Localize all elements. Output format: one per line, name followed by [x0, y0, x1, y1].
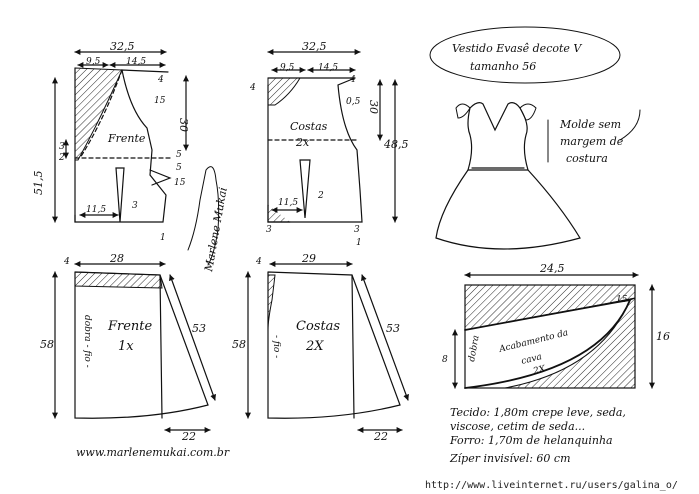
front-bodice-dart-w: 3 — [132, 201, 138, 211]
back-bodice-neck: 9,5 — [280, 63, 295, 73]
back-bodice-d4a: 4 — [249, 83, 256, 93]
front-bodice-piece — [74, 67, 173, 223]
back-bodice-width: 32,5 — [302, 40, 327, 53]
facing-label1: Acabamento da — [497, 328, 569, 355]
back-bodice-dart-pos: 11,5 — [278, 198, 298, 208]
note-line3: costura — [566, 152, 608, 165]
facing-label2: cava — [520, 352, 543, 367]
back-skirt-label2: 2X — [305, 339, 324, 354]
front-bodice-length: 51,5 — [32, 171, 45, 196]
back-bodice-d4b: 4 — [349, 75, 356, 85]
front-skirt-piece — [74, 271, 209, 419]
materials-line1: Tecido: 1,80m crepe leve, seda, — [450, 406, 626, 419]
front-skirt-d4: 4 — [63, 257, 70, 267]
back-bodice-d30: 30 — [367, 100, 380, 114]
front-bodice-d5a: 5 — [176, 150, 182, 160]
back-bodice-label2: 2x — [295, 136, 310, 149]
back-skirt-top: 29 — [301, 252, 316, 265]
back-bodice-d05: 0,5 — [346, 97, 361, 107]
back-skirt-piece — [267, 271, 401, 419]
front-skirt-top: 28 — [109, 252, 124, 265]
materials-line2: viscose, cetim de seda... — [450, 420, 585, 433]
back-bodice-dart-w: 2 — [317, 191, 324, 201]
armhole-facing-piece — [464, 284, 636, 389]
front-skirt-label2: 1x — [118, 339, 134, 354]
front-bodice-d5b: 5 — [176, 163, 182, 173]
back-skirt-side: 53 — [386, 322, 400, 335]
title-line2: tamanho 56 — [470, 60, 536, 73]
front-bodice-width: 32,5 — [110, 40, 135, 53]
front-skirt-side: 53 — [192, 322, 206, 335]
front-bodice-dart-pos: 11,5 — [86, 205, 106, 215]
front-bodice-label: Frente — [107, 132, 146, 145]
front-skirt-height: 58 — [40, 338, 54, 351]
front-skirt-hem: 22 — [181, 430, 196, 443]
back-bodice-d3b: 3 — [354, 225, 360, 235]
website: www.marlenemukai.com.br — [76, 446, 230, 459]
note-line1: Molde sem — [559, 118, 621, 131]
front-bodice-d2: 2 — [58, 153, 65, 163]
front-bodice-d30: 30 — [177, 118, 190, 132]
dress-sketch — [435, 102, 581, 250]
signature-mark — [187, 166, 220, 266]
title-line1: Vestido Evasê decote V — [452, 42, 582, 55]
watermark-url: http://www.liveinternet.ru/users/galina_… — [425, 480, 678, 491]
back-skirt-d4: 4 — [255, 257, 262, 267]
facing-d8: 8 — [442, 355, 448, 365]
front-skirt-fold: dobra - fio - — [82, 315, 92, 368]
front-bodice-d15b: 15 — [174, 178, 186, 188]
facing-width: 24,5 — [539, 262, 565, 275]
front-bodice-d15: 15 — [154, 96, 166, 106]
back-bodice-label1: Costas — [290, 120, 328, 133]
front-bodice-d4: 4 — [157, 75, 164, 85]
materials-line3: Forro: 1,70m de helanquinha — [449, 434, 613, 447]
back-skirt-label1: Costas — [296, 319, 340, 334]
front-bodice-shoulder: 14,5 — [126, 57, 146, 67]
materials-line4: Zíper invisível: 60 cm — [449, 452, 571, 465]
facing-height: 16 — [656, 330, 670, 343]
facing-label3: 2X — [531, 364, 547, 377]
front-bodice-neck: 9,5 — [86, 57, 101, 67]
front-bodice-d1: 1 — [160, 233, 166, 243]
note-line2: margem de — [560, 135, 624, 148]
front-bodice-d3: 3 — [59, 142, 65, 152]
back-bodice-d3a: 3 — [266, 225, 272, 235]
back-skirt-fold: - fio - — [271, 335, 281, 358]
back-skirt-hem: 22 — [373, 430, 388, 443]
signature-text: Marlene Mukai — [202, 186, 230, 273]
back-bodice-shoulder: 14,5 — [318, 63, 338, 73]
back-bodice-length: 48,5 — [383, 138, 409, 151]
back-bodice-d1: 1 — [356, 238, 362, 248]
back-skirt-height: 58 — [232, 338, 246, 351]
front-skirt-label1: Frente — [107, 319, 153, 334]
facing-fold: dobra — [467, 335, 481, 363]
facing-d15: 15 — [616, 295, 628, 305]
